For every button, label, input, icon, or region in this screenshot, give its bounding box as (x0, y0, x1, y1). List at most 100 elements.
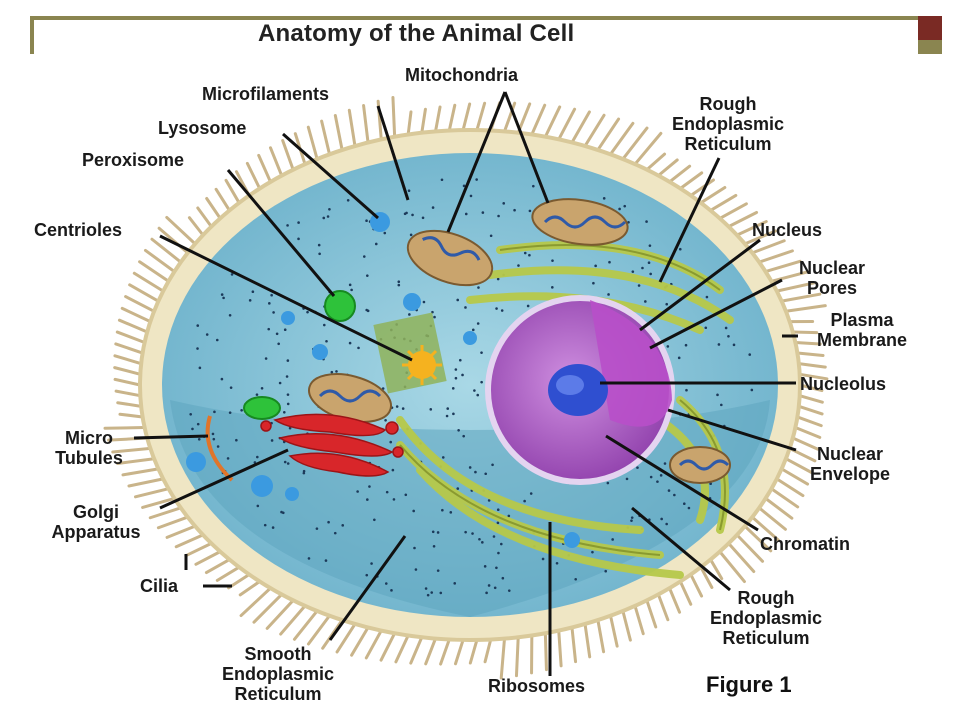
ribosome-dot (456, 298, 460, 302)
ribosome-dot (497, 551, 500, 555)
cilium (757, 506, 787, 531)
ribosome-dot (281, 511, 285, 515)
cilium (557, 629, 563, 668)
cilium (350, 626, 370, 657)
ribosome-dot (500, 309, 504, 312)
ribosome-dot (197, 437, 201, 441)
ribosome-dot (513, 208, 516, 212)
ribosome-dot (645, 220, 648, 223)
ribosome-dot (286, 402, 290, 406)
ribosome-dot (248, 299, 252, 302)
cilium (689, 573, 704, 598)
cilium (116, 457, 156, 466)
cilium (148, 506, 183, 520)
ribosome-dot (462, 184, 466, 188)
ribosome-dot (422, 300, 426, 304)
label-nuclear-pores-line1: Nuclear (798, 258, 866, 278)
ribosome-dot (288, 426, 292, 430)
ribosome-dot (256, 455, 259, 459)
ribosome-dot (256, 504, 260, 508)
ribosome-dot (497, 214, 500, 218)
ribosome-dot (461, 373, 464, 377)
label-golgi-apparatus: Golgi Apparatus (30, 502, 162, 542)
cilium (678, 579, 693, 606)
ribosome-dot (328, 207, 331, 211)
ribosome-dot (297, 237, 300, 241)
cilium (757, 249, 794, 264)
ribosome-dot (283, 410, 286, 414)
ribosome-dot (644, 300, 647, 303)
ribosome-dot (607, 293, 610, 296)
ribosome-dot (356, 490, 359, 493)
ribosome-dot (748, 353, 752, 356)
cilium (187, 216, 205, 237)
ribosome-dot (656, 480, 659, 483)
cilium (784, 457, 814, 475)
ribosome-dot (426, 593, 430, 597)
cilium (141, 496, 176, 509)
label-mitochondria: Mitochondria (405, 65, 518, 85)
ribosome-dot (431, 530, 435, 534)
cilium (113, 366, 142, 376)
cilium (798, 372, 829, 381)
ribosome-dot (457, 428, 460, 432)
ribosome-dot (473, 389, 476, 392)
cilium (609, 614, 619, 648)
cilium (156, 515, 190, 530)
cilium (239, 586, 272, 618)
ribosome-dot (623, 204, 627, 208)
ribosome-dot (392, 498, 396, 501)
cilium (121, 467, 160, 477)
ribosome-dot (424, 587, 428, 590)
label-nucleus: Nucleus (752, 220, 823, 240)
ribosome-dot (704, 326, 708, 330)
label-nuclear-envelope: Nuclear Envelope (790, 444, 910, 484)
ribosome-dot (750, 388, 754, 392)
ribosome-dot (474, 470, 477, 474)
ribosome-dot (286, 359, 290, 362)
ribosome-dot (318, 252, 321, 256)
cilium (143, 248, 176, 274)
cilium (750, 239, 786, 255)
ribosome-dot (485, 591, 488, 595)
ribosome-dot (196, 324, 200, 327)
cilium (668, 586, 682, 614)
ribosome-dot (630, 516, 634, 519)
cilium (502, 101, 517, 133)
ribosome-dot (666, 345, 670, 348)
label-micro-tubules: Micro Tubules (44, 428, 134, 468)
ribosome-dot (389, 440, 393, 444)
ribosome-dot (532, 184, 535, 188)
ribosome-dot (523, 251, 527, 255)
ribosome-dot (469, 194, 473, 198)
cilium (265, 598, 295, 630)
ribosome-dot (551, 259, 554, 262)
ribosome-dot (456, 487, 460, 490)
ribosome-dot (374, 242, 378, 246)
ribosome-dot (260, 386, 264, 390)
ribosome-dot (496, 508, 500, 512)
ribosome-dot (541, 557, 545, 561)
label-rough-er-top-line1: Rough (699, 94, 757, 114)
ribosome-dot (452, 412, 455, 416)
label-rough-er-top-line2: Endoplasmic (671, 114, 785, 134)
ribosome-dot (630, 519, 633, 522)
ribosome-dot (240, 408, 243, 412)
ribosome-dot (385, 490, 389, 494)
ribosome-dot (341, 524, 345, 527)
ribosome-dot (271, 526, 275, 529)
cilium (116, 401, 143, 408)
ribosome-dot (529, 492, 533, 495)
label-nucleolus: Nucleolus (800, 374, 887, 394)
cilium (775, 477, 805, 498)
cilium (257, 153, 272, 184)
cilium (306, 125, 319, 161)
cilium (113, 354, 143, 366)
ribosome-dot (268, 302, 271, 305)
label-smooth-er-line2: Endoplasmic (221, 664, 335, 684)
cilium (132, 271, 165, 293)
ribosome-dot (365, 308, 368, 312)
label-chromatin: Chromatin (760, 534, 850, 554)
ribosome-dot (631, 270, 635, 273)
ribosome-dot (253, 461, 257, 464)
